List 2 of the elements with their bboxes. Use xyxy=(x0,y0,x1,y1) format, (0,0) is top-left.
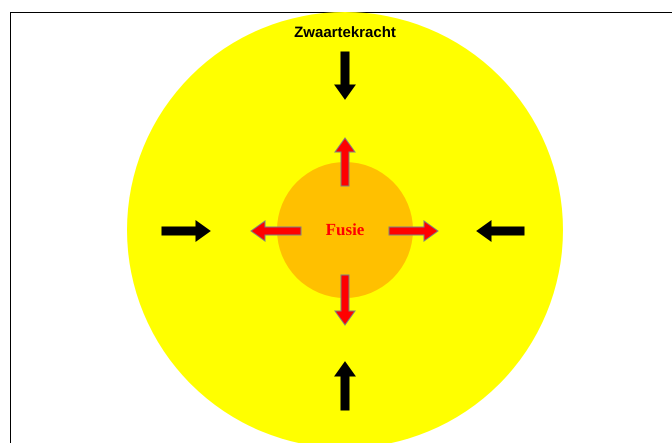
force-label: Zwaartekracht xyxy=(293,24,397,41)
core-label: Fusie xyxy=(326,220,364,240)
